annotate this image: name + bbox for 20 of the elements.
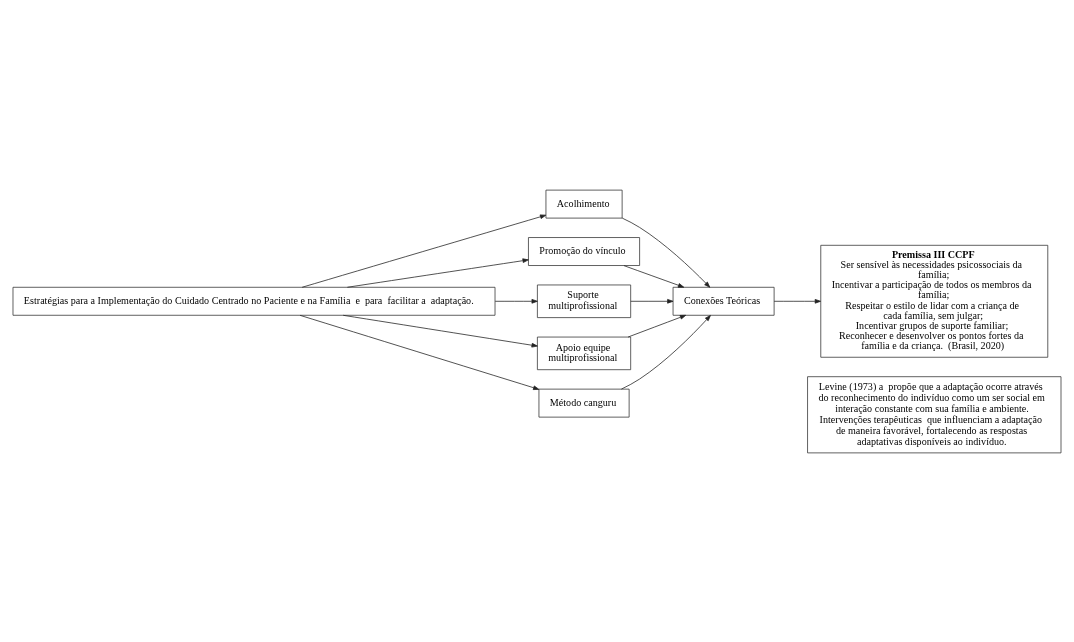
node-box: Promoção do vínculo (528, 236, 640, 266)
arrow (621, 314, 711, 389)
arrow (342, 314, 538, 347)
node-box: Levine (1973) a propõe que a adaptação ocorre através do reconhecimento do indivíduo como um ser social em interação constante com sua família e ambiente. Intervenções terapêuticas que influenciam a adaptação de maneira favorável, fortalecendo as respostas adaptativas disponíveis ao indivíduo. (807, 375, 1062, 453)
arrow (347, 257, 529, 288)
arrow (299, 314, 540, 390)
arrow (621, 217, 711, 288)
arrow (623, 264, 685, 288)
arrow (494, 298, 538, 304)
arrow (301, 214, 547, 288)
node-box: Suporte multiprofissional (537, 284, 632, 318)
node-box: Estratégias para a Implementação do Cuidado Centrado no Paciente e na Família e para facilitar a adaptação. (12, 286, 496, 316)
node-box: Acolhimento (545, 189, 623, 218)
node-box: Apoio equipe multiprofissional (537, 336, 632, 370)
node-box: Conexões Teóricas (672, 286, 775, 316)
arrow (630, 298, 674, 304)
node-box: Método canguru (538, 388, 630, 417)
arrow (627, 314, 687, 337)
node-box: Premissa III CCPF Ser sensível às necessidades psicossociais da família; Incentivar a participação de todos os membros da família; Respeitar o estilo de lidar com a criança de cada família, sem julgar; Incentivar grupos de suporte familiar; Reconhecer e desenvolver os pontos fortes da família e da criança. (Brasil, 2020) (820, 244, 1049, 358)
arrow (773, 298, 821, 304)
